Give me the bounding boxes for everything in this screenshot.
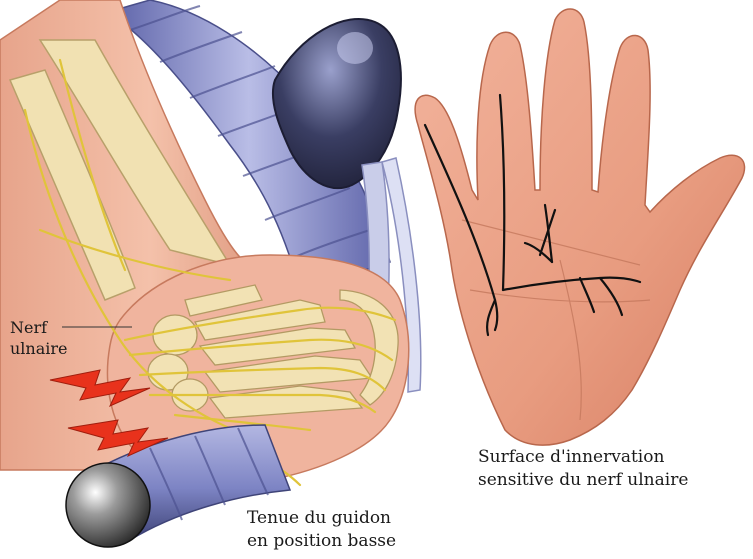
grip-caption-line1: Tenue du guidon [247,507,396,530]
open-palm [415,9,744,445]
grip-caption: Tenue du guidon en position basse [247,507,396,553]
surface-caption-line2: sensitive du nerf ulnaire [478,469,688,492]
nerve-label: Nerf ulnaire [10,317,68,359]
nerve-label-line1: Nerf [10,317,68,338]
surface-caption-line1: Surface d'innervation [478,446,688,469]
nerve-label-line2: ulnaire [10,338,68,359]
surface-caption: Surface d'innervation sensitive du nerf … [478,446,688,492]
grip-caption-line2: en position basse [247,530,396,553]
